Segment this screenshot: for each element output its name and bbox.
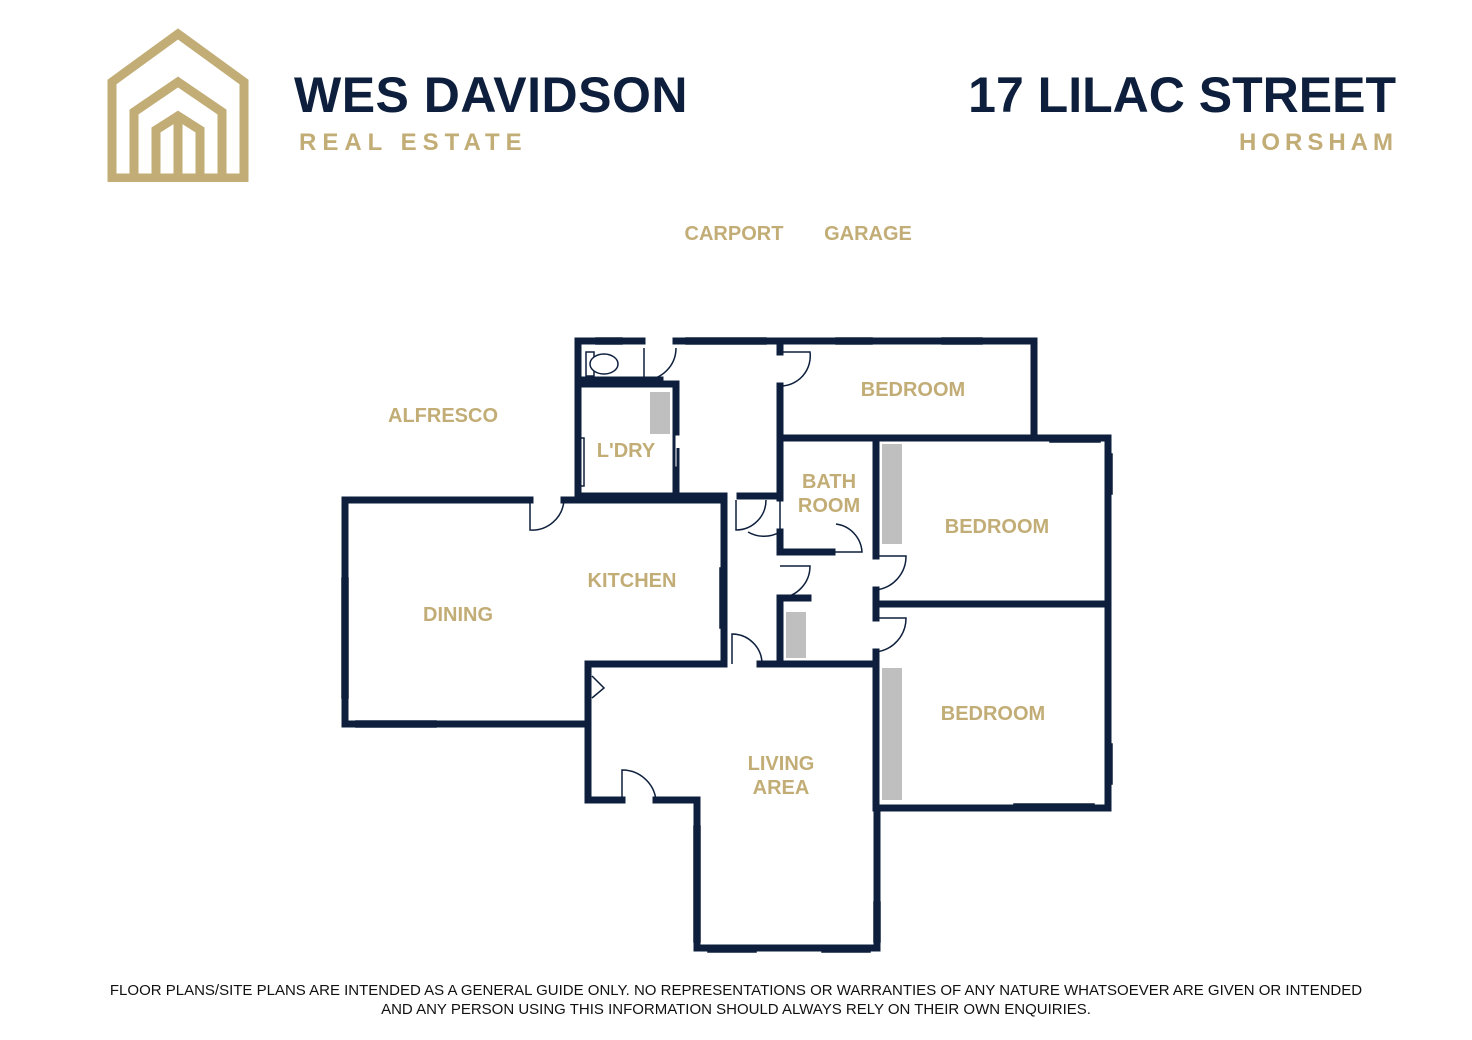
toilet-icon (585, 351, 619, 377)
room-label-living-2: AREA (753, 777, 810, 799)
room-label-carport: CARPORT (685, 223, 784, 245)
brand-tagline: REAL ESTATE (299, 129, 528, 156)
doors (529, 347, 907, 801)
cupboards (650, 392, 902, 800)
sliding-doors (672, 432, 724, 606)
room-label-bedroom-1: BEDROOM (861, 379, 965, 401)
room-label-garage: GARAGE (824, 223, 912, 245)
room-label-bathroom-1: BATH (802, 471, 856, 493)
property-suburb: HORSHAM (1239, 129, 1398, 156)
room-label-dining: DINING (423, 604, 493, 626)
disclaimer-line-2: AND ANY PERSON USING THIS INFORMATION SH… (381, 1001, 1091, 1018)
room-label-laundry: L'DRY (597, 440, 656, 462)
room-label-kitchen: KITCHEN (588, 570, 677, 592)
room-label-alfresco: ALFRESCO (388, 405, 498, 427)
property-street: 17 LILAC STREET (968, 67, 1396, 123)
disclaimer-line-1: FLOOR PLANS/SITE PLANS ARE INTENDED AS A… (109, 982, 1363, 999)
room-label-bedroom-2: BEDROOM (945, 516, 1049, 538)
house-logo-icon (107, 28, 249, 182)
room-label-bathroom-2: ROOM (798, 495, 860, 517)
room-label-bedroom-3: BEDROOM (941, 703, 1045, 725)
brand-name: WES DAVIDSON (294, 67, 688, 123)
walls (341, 337, 1112, 952)
room-label-living-1: LIVING (748, 753, 815, 775)
